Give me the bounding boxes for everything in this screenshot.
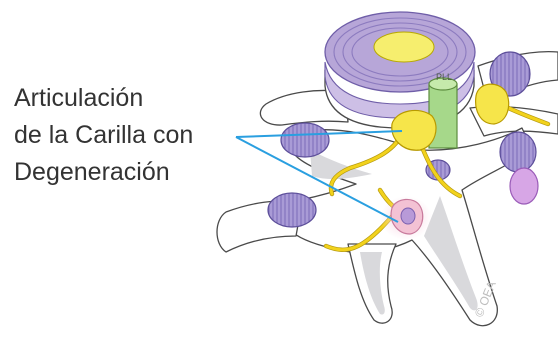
small-structure-label: PLL [436, 72, 452, 82]
ligament-tuft-right-upper [489, 51, 531, 97]
leader-line-upper [235, 130, 403, 138]
disc-ring [333, 17, 467, 87]
label-line-2: de la Carilla con [14, 121, 194, 149]
nerve-root [329, 128, 406, 196]
green-cylinder-top [428, 77, 458, 91]
nucleus-pulposus [373, 31, 435, 63]
degenerated-joint-core [400, 207, 416, 225]
ligament-tuft-right-lower [509, 167, 539, 205]
ligament-tuft-left-lower [267, 192, 317, 228]
upper-left-transverse-process [259, 89, 349, 126]
lower-vertebra-shade [310, 150, 372, 180]
disc-ring [342, 22, 458, 82]
label-line-1: Articulación [14, 84, 144, 112]
ligament-tuft-left-upper [280, 122, 330, 158]
ligament-tuft-right-middle [499, 131, 537, 173]
lower-vertebra-shade [424, 196, 478, 311]
label-line-3: Degeneración [14, 158, 170, 186]
facet-joint-right [475, 83, 510, 125]
disc-ring [351, 27, 449, 77]
facet-joint-left [391, 109, 437, 151]
lower-inferior-process-shade [360, 252, 385, 315]
leader-line-lower [235, 136, 399, 223]
facet-joint-label: Articulación de la Carilla con Degenerac… [14, 80, 193, 191]
